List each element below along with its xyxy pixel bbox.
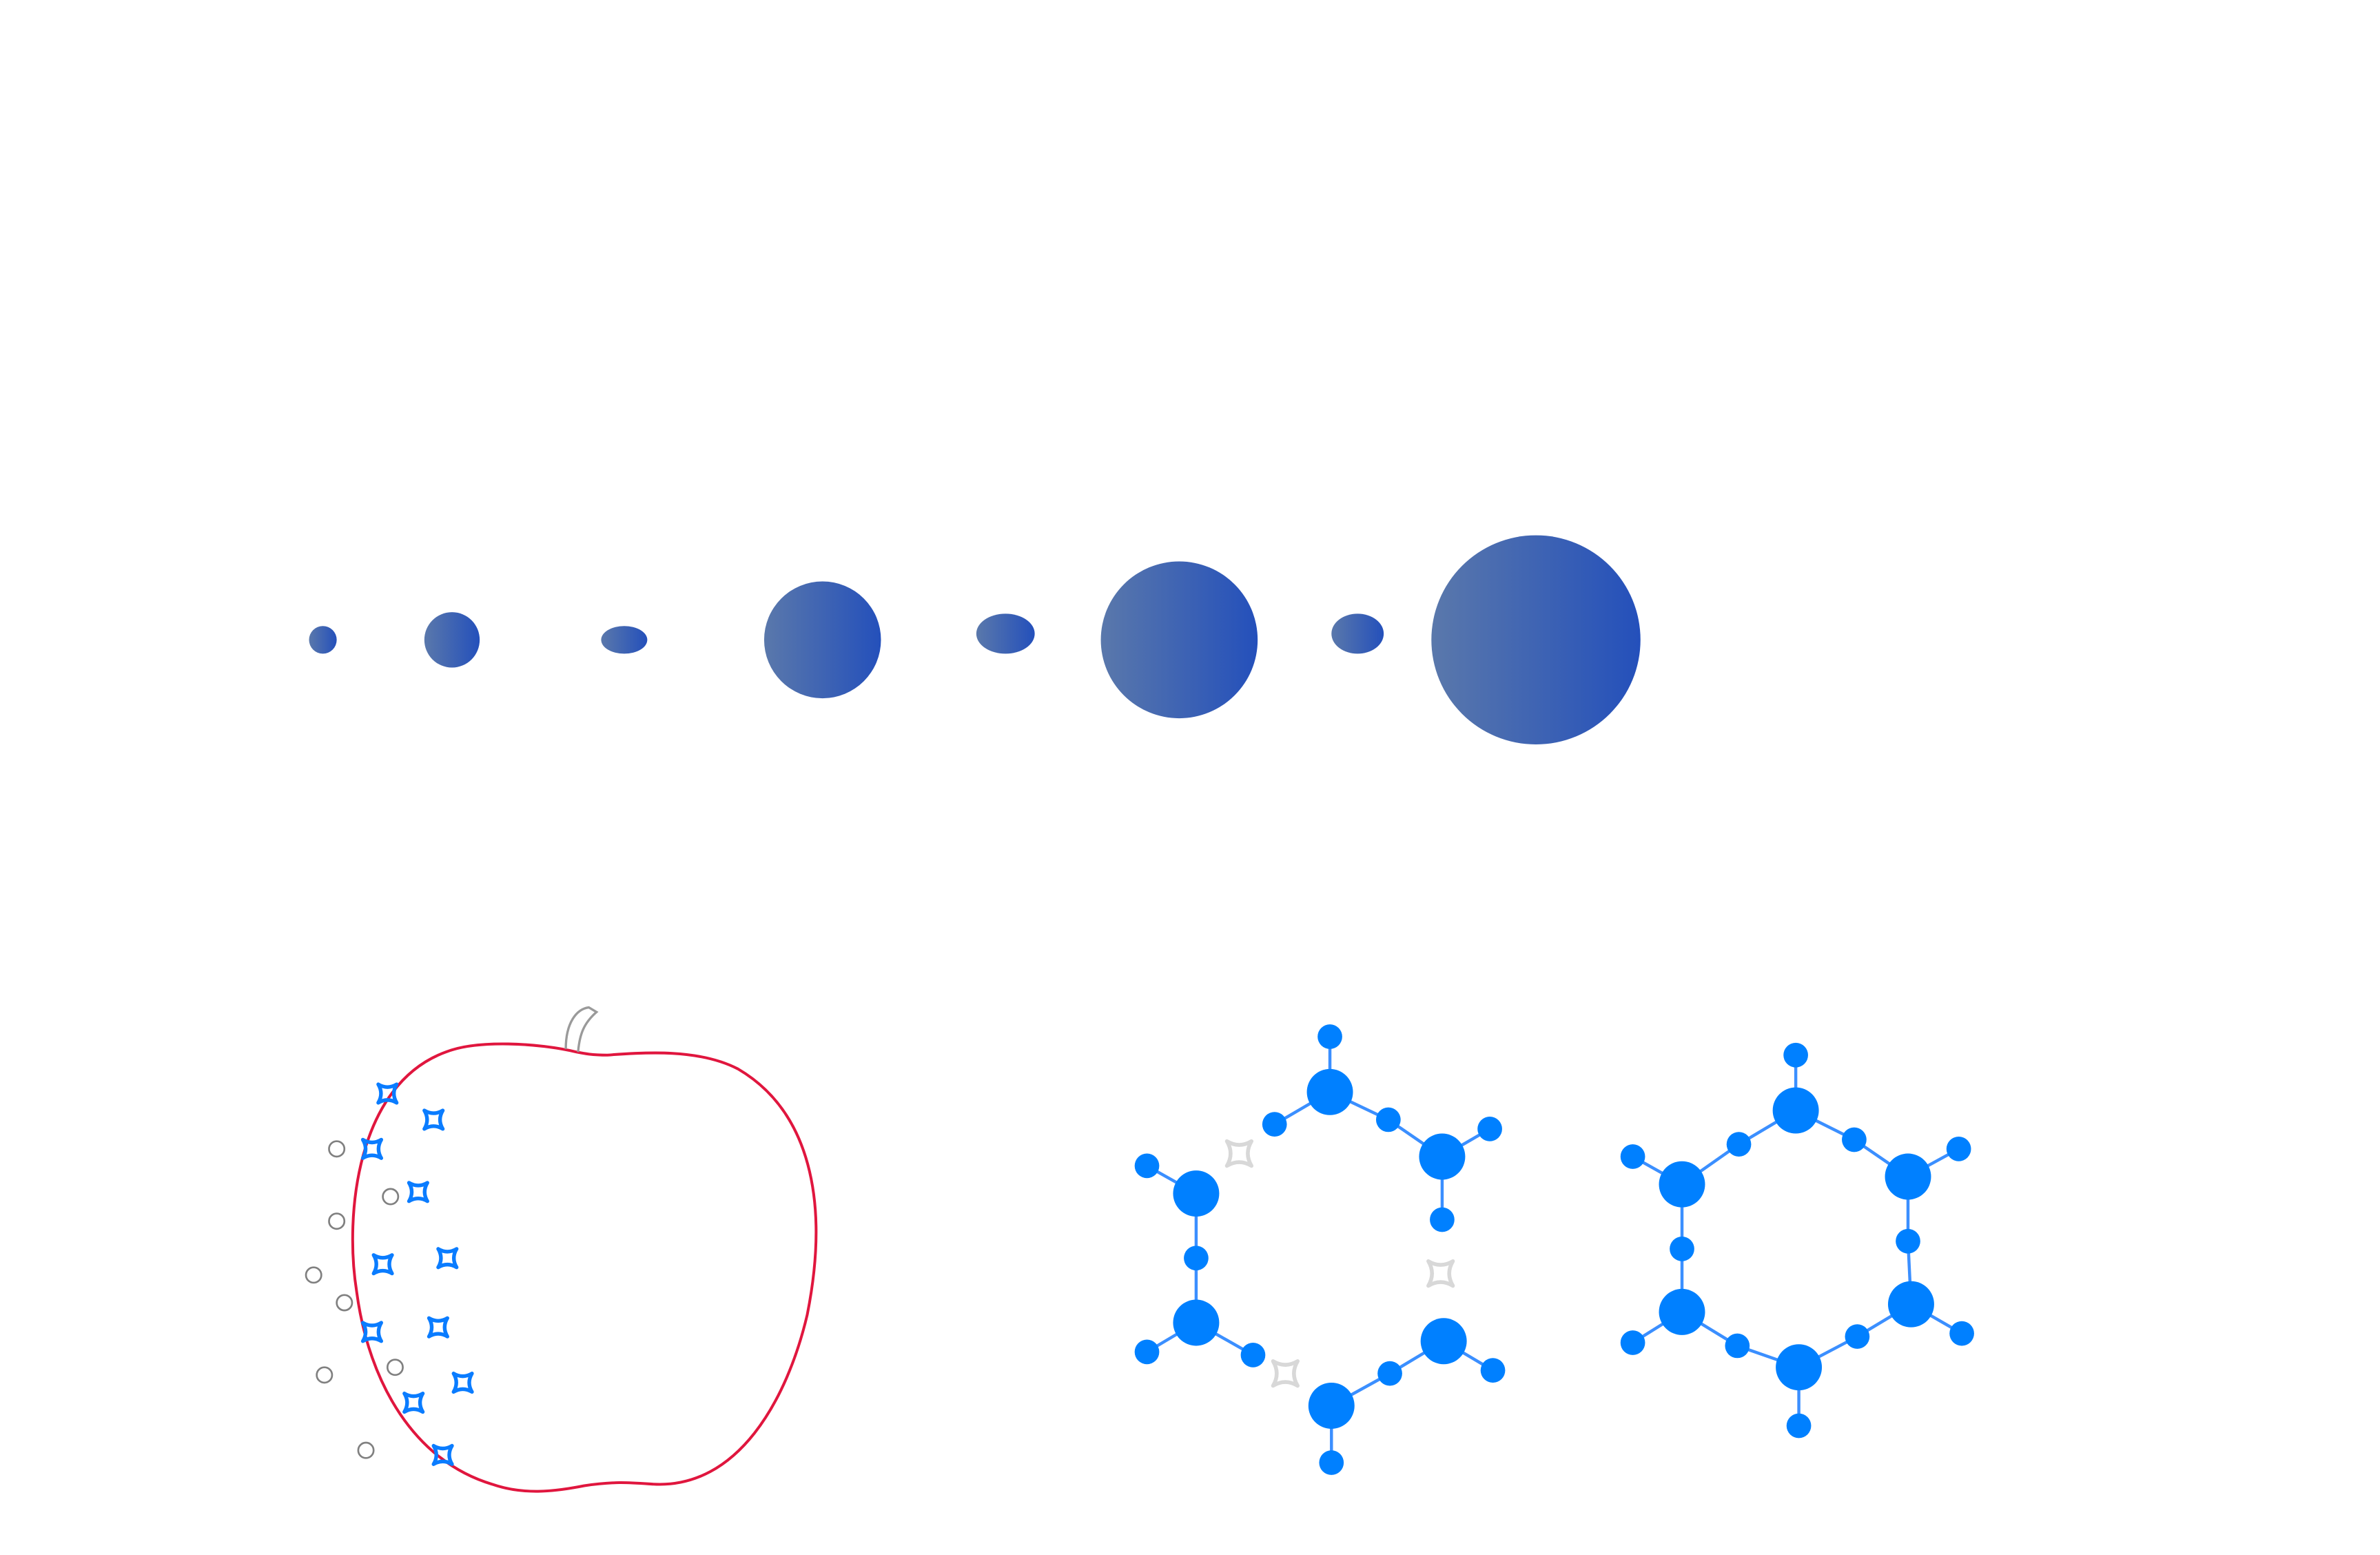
atom-large bbox=[1306, 1068, 1353, 1115]
gradient-sphere bbox=[424, 612, 480, 668]
star-marker-icon bbox=[436, 1247, 459, 1270]
atom-small bbox=[1317, 1024, 1342, 1049]
star-marker-icon bbox=[360, 1137, 384, 1160]
atom-small bbox=[1184, 1246, 1209, 1271]
gradient-sphere bbox=[1431, 535, 1641, 745]
atom-large bbox=[1173, 1299, 1220, 1346]
star-marker-icon bbox=[371, 1253, 394, 1276]
faded-star-icon bbox=[1271, 1359, 1300, 1388]
atom-large bbox=[1308, 1383, 1355, 1429]
gradient-sphere bbox=[763, 581, 881, 699]
atom-small bbox=[1726, 1132, 1752, 1157]
atom-small bbox=[1845, 1324, 1870, 1349]
atom-small bbox=[1480, 1358, 1506, 1383]
atom-small bbox=[1375, 1107, 1401, 1132]
hollow-point-icon bbox=[305, 1266, 322, 1284]
atom-large bbox=[1173, 1170, 1220, 1217]
atom-small bbox=[1319, 1450, 1344, 1475]
atom-large bbox=[1885, 1153, 1931, 1200]
atom-large bbox=[1659, 1161, 1705, 1208]
marker-group bbox=[305, 1082, 474, 1466]
molecule-broken-ring bbox=[1134, 1024, 1506, 1475]
hollow-point-icon bbox=[357, 1441, 375, 1459]
apple-figure bbox=[305, 1006, 818, 1493]
atom-small bbox=[1949, 1321, 1974, 1346]
atom-small bbox=[1262, 1112, 1287, 1137]
hollow-point-icon bbox=[328, 1140, 346, 1158]
atom-small bbox=[1946, 1137, 1971, 1161]
atom-large bbox=[1419, 1133, 1466, 1180]
atom-small bbox=[1477, 1116, 1502, 1141]
atom-small bbox=[1620, 1330, 1645, 1355]
star-marker-icon bbox=[360, 1321, 384, 1343]
atom-large bbox=[1776, 1344, 1823, 1391]
atom-small bbox=[1896, 1228, 1920, 1254]
atom-small bbox=[1842, 1127, 1867, 1152]
hollow-point-icon bbox=[316, 1366, 334, 1384]
hollow-point-icon bbox=[328, 1212, 346, 1230]
molecule-complete-ring bbox=[1620, 1042, 1974, 1439]
atom-small bbox=[1783, 1042, 1808, 1068]
hollow-point-icon bbox=[336, 1294, 353, 1312]
gradient-sphere bbox=[309, 626, 337, 654]
atom-small bbox=[1240, 1342, 1266, 1368]
atom-large bbox=[1772, 1087, 1819, 1134]
faded-star-icon bbox=[1224, 1139, 1254, 1168]
atom-small bbox=[1786, 1413, 1812, 1439]
star-marker-icon bbox=[376, 1082, 399, 1105]
apple-stem bbox=[564, 1006, 599, 1053]
atom-small bbox=[1430, 1207, 1455, 1232]
gradient-sphere bbox=[1331, 613, 1384, 654]
hollow-point-icon bbox=[386, 1359, 404, 1376]
apple-outline bbox=[351, 1042, 818, 1493]
atom-small bbox=[1620, 1144, 1645, 1169]
gradient-sphere bbox=[601, 626, 648, 654]
faded-star-icon bbox=[1426, 1259, 1455, 1288]
star-marker-icon bbox=[402, 1391, 425, 1414]
star-marker-icon bbox=[427, 1316, 449, 1339]
atom-large bbox=[1887, 1281, 1934, 1328]
star-marker-icon bbox=[431, 1443, 454, 1466]
gradient-sphere bbox=[1100, 561, 1258, 719]
atom-small bbox=[1377, 1361, 1402, 1386]
atom-large bbox=[1659, 1288, 1705, 1335]
atom-small bbox=[1134, 1153, 1160, 1179]
atom-small bbox=[1725, 1333, 1750, 1359]
hollow-point-icon bbox=[382, 1188, 400, 1206]
gradient-sphere bbox=[976, 613, 1035, 654]
atom-small bbox=[1670, 1237, 1694, 1261]
star-marker-icon bbox=[407, 1181, 429, 1203]
atom-small bbox=[1134, 1339, 1160, 1365]
sphere-row bbox=[309, 535, 1641, 745]
atom-large bbox=[1420, 1318, 1467, 1365]
star-marker-icon bbox=[451, 1371, 474, 1394]
star-marker-icon bbox=[422, 1108, 445, 1131]
